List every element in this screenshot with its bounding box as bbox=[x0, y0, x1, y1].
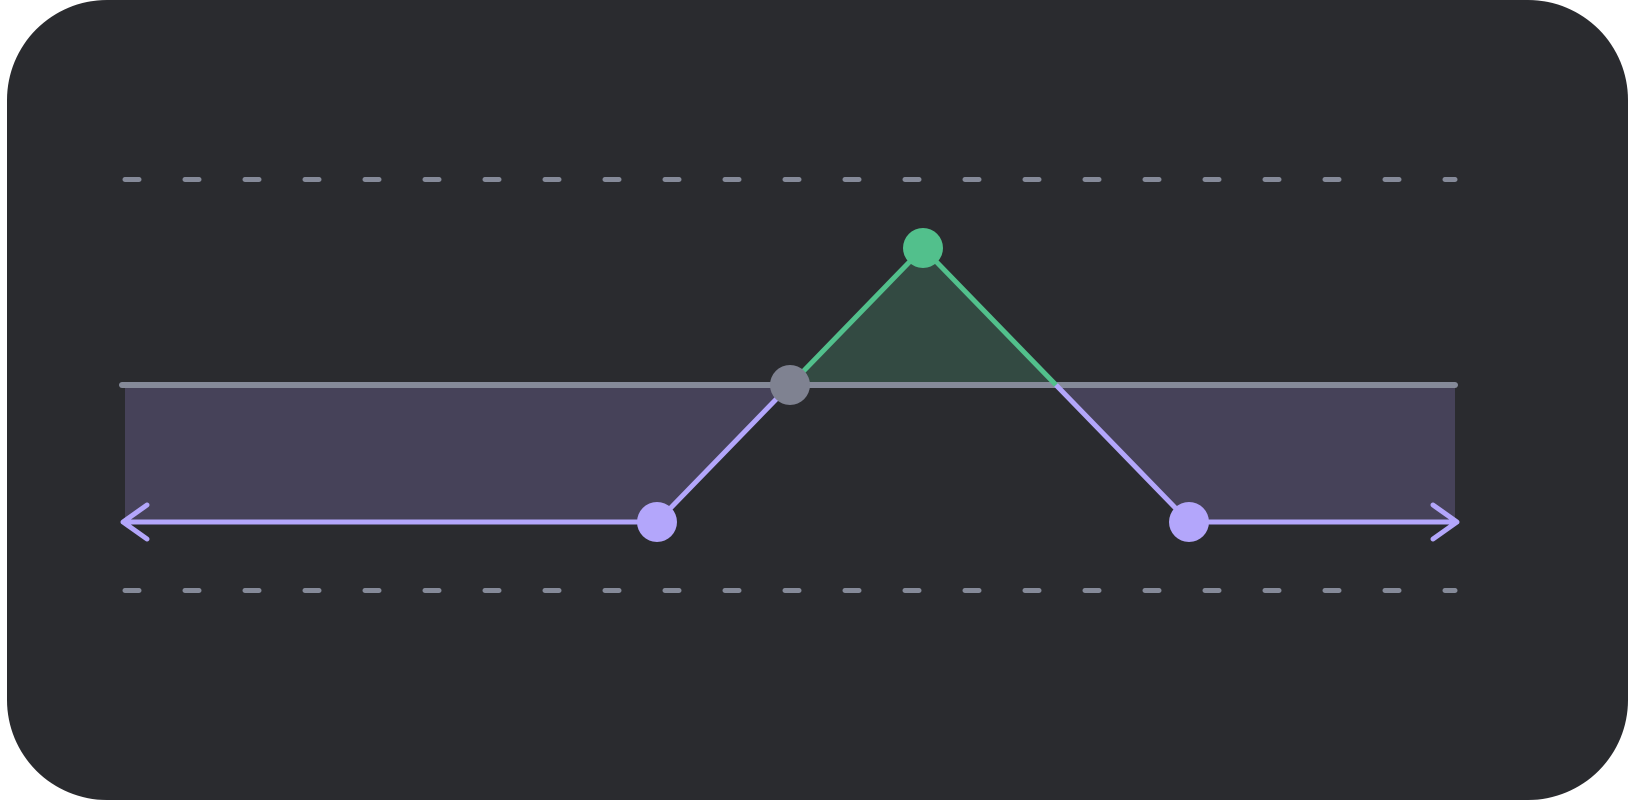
peak-area bbox=[790, 248, 1056, 385]
arrow-right-icon[interactable] bbox=[1430, 502, 1460, 542]
peak-handle[interactable] bbox=[903, 228, 943, 268]
center-handle[interactable] bbox=[770, 365, 810, 405]
curve-handle[interactable] bbox=[1169, 502, 1209, 542]
left-deficit-area bbox=[125, 385, 790, 522]
right-deficit-area bbox=[1056, 385, 1455, 522]
handles-group bbox=[637, 228, 1209, 542]
arrow-left-icon[interactable] bbox=[120, 502, 150, 542]
curve-handle[interactable] bbox=[637, 502, 677, 542]
